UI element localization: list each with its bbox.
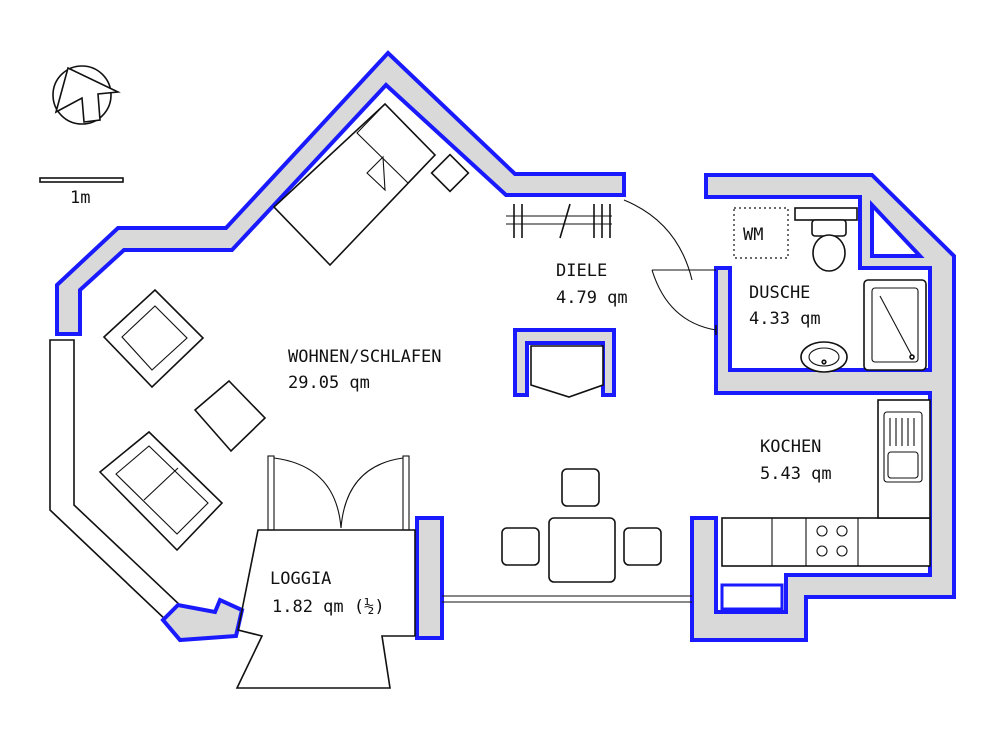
washer-outline xyxy=(733,207,789,259)
bathroom-fixtures: WM xyxy=(733,207,927,373)
dining-set xyxy=(501,468,662,583)
armchair xyxy=(102,288,205,389)
wall-loggia-pillar xyxy=(415,516,444,640)
room-name: DUSCHE xyxy=(749,283,810,303)
room-area: 29.05 qm xyxy=(288,373,370,393)
kitchen-counter xyxy=(721,517,931,567)
south-window xyxy=(442,595,692,603)
wall-north-west xyxy=(55,50,626,336)
room-area: 4.79 qm xyxy=(556,288,628,308)
walls xyxy=(49,50,956,643)
sofa xyxy=(98,430,224,552)
north-arrow-icon xyxy=(52,65,121,125)
wall-chimney xyxy=(513,328,616,397)
room-name: DIELE xyxy=(556,261,607,281)
washbasin-icon xyxy=(800,341,848,373)
sink-counter xyxy=(877,399,931,519)
sink-icon xyxy=(883,411,923,483)
bed xyxy=(272,102,470,267)
room-label-dusche: DUSCHE 4.33 qm xyxy=(749,283,821,329)
room-name: WOHNEN/SCHLAFEN xyxy=(288,347,442,367)
coffee-table xyxy=(193,379,267,453)
kitchen-fixtures xyxy=(720,399,931,611)
room-label-loggia: LOGGIA 1.82 qm (½) xyxy=(270,569,385,617)
wall-west-corner xyxy=(160,597,245,643)
wall-bathroom xyxy=(690,173,956,642)
room-area: 1.82 qm (½) xyxy=(272,597,385,617)
room-area: 5.43 qm xyxy=(760,464,832,484)
wardrobe xyxy=(506,203,612,239)
room-label-diele: DIELE 4.79 qm xyxy=(556,261,628,308)
wall-bath-corner xyxy=(870,199,925,258)
scale-label: 1m xyxy=(70,188,90,208)
room-label-kochen: KOCHEN 5.43 qm xyxy=(760,437,832,484)
stove xyxy=(530,345,604,398)
room-name: KOCHEN xyxy=(760,437,821,457)
room-area: 4.33 qm xyxy=(749,309,821,329)
toilet-tank xyxy=(811,219,847,237)
entrance-door xyxy=(623,199,717,335)
loggia xyxy=(235,455,416,689)
scale-bar: 1m xyxy=(39,177,124,208)
stove-icon xyxy=(816,525,848,557)
room-name: LOGGIA xyxy=(270,569,331,589)
washer-label: WM xyxy=(743,225,763,245)
toilet-icon xyxy=(812,234,846,272)
room-label-wohnen: WOHNEN/SCHLAFEN 29.05 qm xyxy=(288,347,442,393)
